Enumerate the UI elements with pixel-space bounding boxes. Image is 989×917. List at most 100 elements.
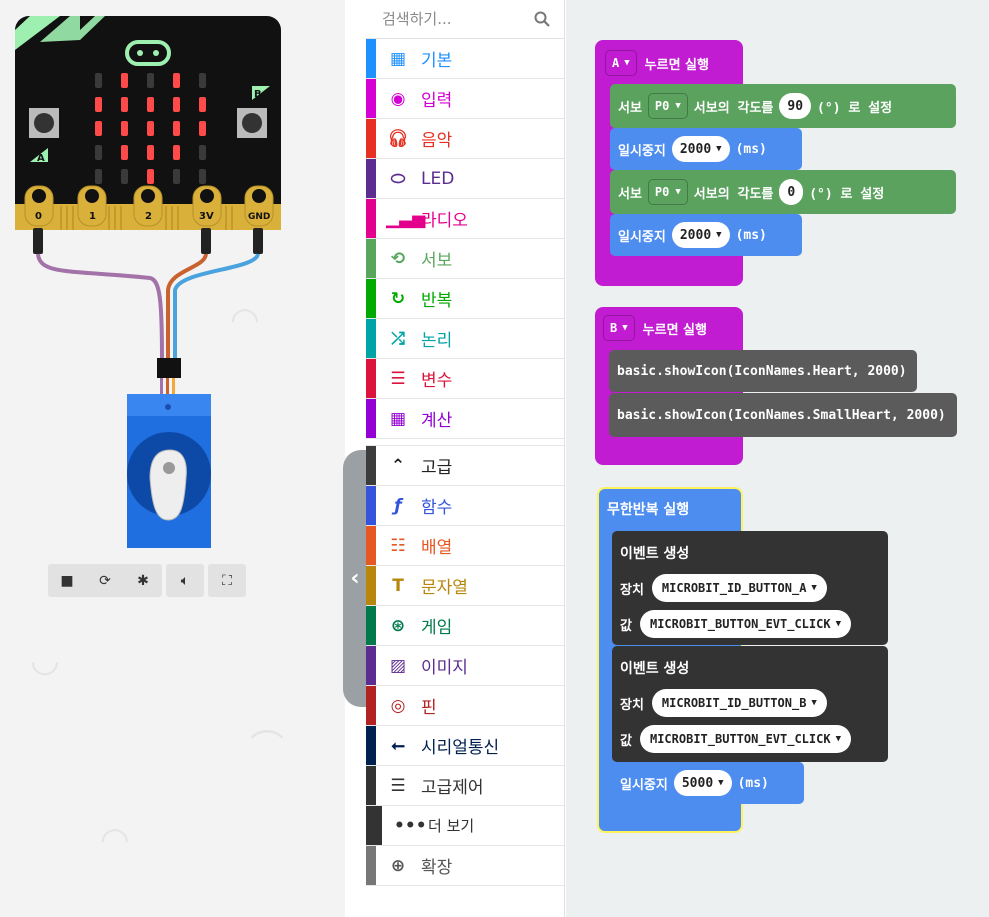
category-radio[interactable]: ▁▃▅라디오 bbox=[366, 199, 564, 239]
background-decoration: ◠ bbox=[230, 300, 260, 340]
search-icon[interactable] bbox=[534, 11, 550, 27]
chevron-down-icon: ▼ bbox=[811, 698, 817, 708]
search-bar bbox=[366, 0, 564, 39]
code-block[interactable]: basic.showIcon(IconNames.SmallHeart, 200… bbox=[609, 393, 957, 437]
led bbox=[95, 145, 102, 160]
chevron-down-icon: ▼ bbox=[811, 583, 817, 593]
category-arrays[interactable]: ☷배열 bbox=[366, 526, 564, 566]
pause-input[interactable]: 2000 ▼ bbox=[671, 136, 730, 162]
bullseye-icon: ◎ bbox=[390, 695, 406, 716]
search-input[interactable] bbox=[382, 10, 532, 28]
angle-input[interactable]: 0 bbox=[779, 179, 804, 205]
pause-input[interactable]: 2000▼ bbox=[671, 222, 730, 248]
category-extensions[interactable]: ⊕확장 bbox=[366, 846, 564, 886]
led bbox=[95, 73, 102, 88]
block-text: 값 bbox=[620, 733, 632, 749]
collapse-simulator-button[interactable]: ‹ bbox=[343, 450, 367, 707]
block-text: 일시중지 bbox=[618, 143, 666, 159]
category-more[interactable]: •••더 보기 bbox=[366, 806, 564, 846]
category-math[interactable]: ▦계산 bbox=[366, 399, 564, 439]
button-a-dropdown[interactable]: A▼ bbox=[605, 50, 637, 76]
pin-2[interactable] bbox=[133, 185, 163, 227]
category-servo[interactable]: ⟲ 서보 bbox=[366, 239, 564, 279]
grid-icon: ▦ bbox=[389, 48, 407, 69]
pause-block[interactable]: 일시중지 2000▼ (ms) bbox=[610, 214, 802, 256]
sound-icon[interactable]: 🔈︎ bbox=[180, 572, 190, 589]
image-icon: ▨ bbox=[389, 655, 407, 676]
category-pins[interactable]: ◎핀 bbox=[366, 686, 564, 726]
calculator-icon: ▦ bbox=[389, 408, 407, 429]
led bbox=[199, 169, 206, 184]
category-images[interactable]: ▨이미지 bbox=[366, 646, 564, 686]
button-b-dropdown[interactable]: B▼ bbox=[603, 315, 635, 341]
dropdown-value: P0 bbox=[654, 185, 670, 199]
source-dropdown[interactable]: MICROBIT_ID_BUTTON_B▼ bbox=[651, 689, 827, 717]
led bbox=[95, 97, 102, 112]
servo-pin-dropdown[interactable]: P0▼ bbox=[647, 179, 688, 205]
category-game[interactable]: ⊛게임 bbox=[366, 606, 564, 646]
block-text: (ms) bbox=[735, 227, 767, 243]
chevron-down-icon: ▼ bbox=[716, 144, 722, 154]
servo-set-angle-block[interactable]: 서보 P0▼ 서보의 각도를 0 (°) 로 설정 bbox=[610, 170, 956, 214]
angle-input[interactable]: 90 bbox=[779, 93, 812, 119]
led-matrix bbox=[95, 73, 206, 184]
servo-set-angle-block[interactable]: 서보 P0▼ 서보의 각도를 90 (°) 로 설정 bbox=[610, 84, 956, 128]
category-label: LED bbox=[421, 168, 455, 189]
category-serial[interactable]: ⭠시리얼통신 bbox=[366, 726, 564, 766]
pin-1[interactable] bbox=[77, 185, 107, 227]
category-label: 게임 bbox=[421, 618, 453, 638]
pause-block[interactable]: 일시중지 5000▼ (ms) bbox=[612, 762, 804, 804]
raise-event-block[interactable]: 이벤트 생성 장치 MICROBIT_ID_BUTTON_A▼ 값 MICROB… bbox=[612, 531, 888, 645]
block-text: 서보의 각도를 bbox=[693, 100, 774, 116]
numbered-list-icon: ☷ bbox=[390, 535, 406, 556]
server-icon: ☰ bbox=[390, 775, 406, 796]
pin-0[interactable] bbox=[24, 185, 54, 227]
category-label: 서보 bbox=[421, 251, 453, 271]
restart-icon[interactable]: ⟳ bbox=[99, 572, 111, 589]
block-text: (°) 로 설정 bbox=[809, 186, 885, 202]
chevron-down-icon: ▼ bbox=[716, 230, 722, 240]
category-loops[interactable]: ↻반복 bbox=[366, 279, 564, 319]
category-basic[interactable]: ▦기본 bbox=[366, 39, 564, 79]
raise-event-block[interactable]: 이벤트 생성 장치 MICROBIT_ID_BUTTON_B▼ 값 MICROB… bbox=[612, 646, 888, 762]
value-dropdown[interactable]: MICROBIT_BUTTON_EVT_CLICK▼ bbox=[639, 610, 852, 638]
category-logic[interactable]: ⤮논리 bbox=[366, 319, 564, 359]
category-control[interactable]: ☰고급제어 bbox=[366, 766, 564, 806]
category-label: 함수 bbox=[421, 498, 453, 518]
button-a[interactable] bbox=[29, 108, 59, 162]
block-text: 장치 bbox=[620, 697, 644, 713]
pause-block[interactable]: 일시중지 2000▼ (ms) bbox=[610, 128, 802, 170]
led bbox=[199, 73, 206, 88]
led bbox=[147, 121, 154, 136]
pill-value: 2000 bbox=[679, 141, 712, 157]
pause-input[interactable]: 5000▼ bbox=[673, 770, 732, 796]
category-variables[interactable]: ☰변수 bbox=[366, 359, 564, 399]
servo-pin-dropdown[interactable]: P0▼ bbox=[647, 93, 688, 119]
debug-icon[interactable]: ✱ bbox=[137, 572, 149, 589]
chevron-down-icon: ▼ bbox=[835, 734, 842, 744]
pin-gnd[interactable] bbox=[244, 185, 274, 227]
refresh-icon: ⟲ bbox=[390, 248, 406, 269]
category-label: 변수 bbox=[421, 371, 453, 391]
code-workspace[interactable]: A▼ 누르면 실행 서보 P0▼ 서보의 각도를 90 (°) 로 설정 일시중… bbox=[566, 0, 989, 917]
dropdown-value: A bbox=[612, 56, 620, 70]
button-b[interactable] bbox=[237, 86, 270, 138]
category-input[interactable]: ◉입력 bbox=[366, 79, 564, 119]
category-music[interactable]: 🎧︎음악 bbox=[366, 119, 564, 159]
forever-label: 무한반복 실행 bbox=[607, 502, 690, 518]
led bbox=[199, 121, 206, 136]
category-led[interactable]: ⬭LED bbox=[366, 159, 564, 199]
pin-label-3v: 3V bbox=[199, 211, 214, 222]
value-dropdown[interactable]: MICROBIT_BUTTON_EVT_CLICK▼ bbox=[639, 725, 852, 753]
stop-icon[interactable]: ■ bbox=[60, 572, 74, 589]
led bbox=[173, 169, 180, 184]
fullscreen-icon[interactable]: ⛶ bbox=[222, 572, 232, 589]
source-dropdown[interactable]: MICROBIT_ID_BUTTON_A▼ bbox=[651, 574, 827, 602]
pin-3v[interactable] bbox=[192, 185, 222, 227]
code-block[interactable]: basic.showIcon(IconNames.Heart, 2000) bbox=[609, 350, 917, 392]
category-advanced[interactable]: ⌃고급 bbox=[366, 446, 564, 486]
led bbox=[121, 169, 128, 184]
pill-value: 5000 bbox=[681, 775, 714, 791]
